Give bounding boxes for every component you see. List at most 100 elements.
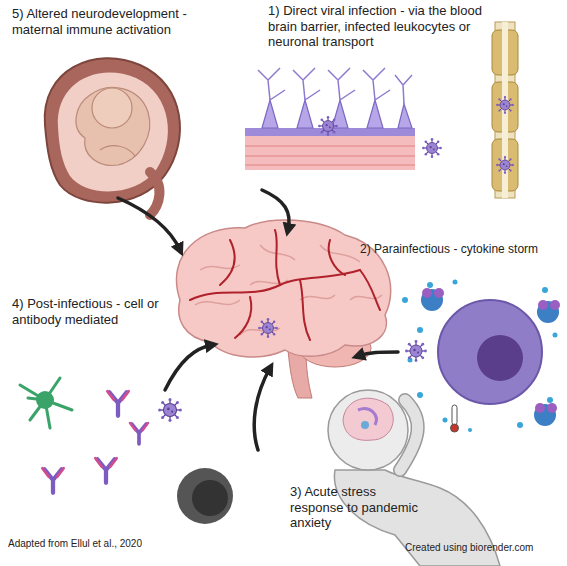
- neuron-layer-part: [422, 138, 442, 158]
- cytokine-storm-part-part: [547, 397, 553, 403]
- neuron-layer-part-part: [398, 104, 412, 128]
- pregnant-uterus-part: [76, 87, 150, 165]
- brain-part: [258, 318, 278, 338]
- cytokine-storm-part-part: [547, 403, 557, 413]
- brain-part-part: [300, 280, 310, 340]
- cytokine-storm-part: [477, 335, 523, 381]
- cytokine-storm-part-part: [417, 392, 423, 398]
- neuron-layer-part: [245, 146, 415, 165]
- neuron-layer-part-part: [328, 68, 355, 100]
- post-infectious-cells-part: [95, 458, 116, 483]
- brain-part: [190, 230, 380, 340]
- brain-part-part: [360, 270, 380, 310]
- cytokine-storm-part-part: [535, 403, 545, 413]
- cytokine-storm-part-part: [422, 288, 432, 298]
- axon: [492, 22, 518, 198]
- neuron-layer-part: [318, 116, 338, 136]
- cytokine-storm-part-part: [550, 300, 560, 310]
- brain: [176, 220, 390, 398]
- cytokine-storm-part-part: [538, 300, 548, 310]
- neuron-layer-part-part: [363, 68, 390, 100]
- post-infectious-cells-part: [192, 480, 228, 516]
- cytokine-storm-part-part: [468, 428, 472, 432]
- brain-part-part: [275, 230, 280, 285]
- cytokine-storm-part-part: [443, 418, 448, 423]
- cytokine-storm-part-part: [542, 287, 548, 293]
- cytokine-storm-part-part: [451, 424, 459, 432]
- pregnant-uterus-part: [150, 172, 159, 215]
- post-infectious-cells-part: [107, 391, 128, 416]
- cytokine-storm-part: [405, 340, 427, 362]
- cytokine-storm-part-part: [534, 404, 556, 426]
- arrow-part: [165, 345, 212, 390]
- cytokine-storm-part-part: [452, 405, 457, 425]
- neuron-layer-part: [262, 100, 412, 128]
- cytokine-storm-part-part: [421, 289, 443, 311]
- post-infectious-cells-part: [130, 423, 148, 444]
- neuron-layer-part-part: [332, 100, 348, 128]
- cytokine-storm-part-part: [537, 301, 559, 323]
- brain-part-part: [220, 240, 235, 285]
- stressed-person-part: [361, 421, 369, 429]
- neuron-layer: [245, 68, 442, 170]
- brain-part-part: [235, 297, 251, 338]
- neuron-layer-part-part: [258, 68, 285, 100]
- stressed-person: [328, 390, 500, 566]
- cytokine-storm-part-part: [553, 333, 558, 338]
- pregnant-uterus-part: [92, 88, 132, 128]
- brain-part-part: [190, 270, 360, 300]
- cytokine-storm-part: [402, 280, 558, 433]
- cytokine-storm: [402, 280, 560, 433]
- cytokine-storm-part: [421, 288, 560, 426]
- cytokine-storm-part-part: [434, 288, 444, 298]
- neuron-layer-part: [258, 68, 412, 104]
- brain-part-part: [300, 295, 335, 300]
- axon-part: [496, 96, 514, 114]
- arrow: [118, 190, 398, 450]
- neuron-layer-part-part: [367, 100, 383, 128]
- cause-label: 5) Altered neurodevelopment - maternal i…: [12, 6, 207, 37]
- cytokine-storm-part-part: [402, 297, 408, 303]
- post-infectious-cells-part: [36, 391, 54, 409]
- brain-part: [176, 220, 390, 357]
- pregnant-uterus-part: [100, 146, 135, 156]
- cytokine-storm-part-part: [427, 282, 433, 288]
- stressed-person-part: [328, 390, 408, 470]
- post-infectious-cells-part: [20, 378, 72, 428]
- credit-note: Created using biorender.com: [405, 542, 565, 554]
- arrow-part: [262, 190, 289, 230]
- cytokine-storm-part-part: [517, 422, 523, 428]
- cytokine-storm-part-part: [453, 280, 458, 285]
- neuron-layer-part: [245, 136, 415, 170]
- arrow-part: [254, 368, 270, 450]
- brain-part-part: [350, 295, 382, 300]
- cause-label: 2) Parainfectious - cytokine storm: [360, 242, 567, 256]
- arrow-part: [118, 198, 180, 250]
- arrow-part: [358, 352, 398, 356]
- post-infectious-cells: [20, 378, 233, 524]
- brain-part: [195, 245, 382, 335]
- post-infectious-cells-part: [42, 468, 63, 493]
- cytokine-storm-part: [438, 300, 542, 404]
- post-infectious-cells-part: [177, 468, 233, 524]
- brain-part-part: [329, 240, 345, 275]
- pregnant-uterus: [45, 58, 180, 215]
- cause-label: 1) Direct viral infection - via the bloo…: [268, 3, 508, 50]
- neuron-layer-part-part: [262, 100, 278, 128]
- cause-label: 4) Post-infectious - cell or antibody me…: [12, 296, 202, 327]
- neuron-layer-part-part: [395, 75, 412, 104]
- source-note: Adapted from Ellul et al., 2020: [8, 538, 208, 550]
- axon-part: [496, 156, 514, 174]
- cytokine-storm-part-part: [417, 327, 423, 333]
- neuron-layer-part-part: [297, 100, 313, 128]
- brain-part-part: [320, 245, 360, 262]
- stressed-person-part: [400, 400, 418, 470]
- cause-label: 3) Acute stress response to pandemic anx…: [290, 484, 430, 531]
- neuron-layer-part-part: [293, 68, 320, 100]
- cytokine-storm-part: [451, 405, 459, 432]
- stressed-person-part: [343, 398, 393, 440]
- stressed-person-part: [400, 400, 418, 470]
- post-infectious-cells-part: [158, 398, 182, 422]
- brain-part-part: [195, 300, 240, 305]
